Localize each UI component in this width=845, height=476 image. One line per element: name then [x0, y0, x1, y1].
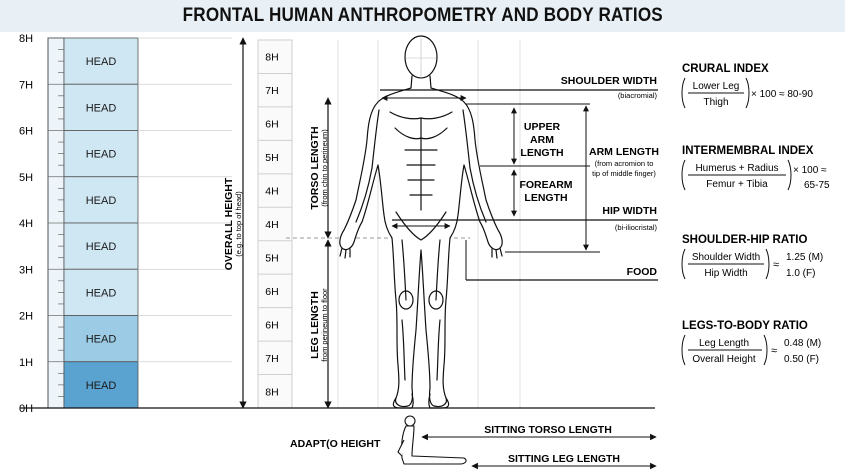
food-label: FOOD: [627, 266, 658, 278]
inner-scale-label: 4H: [265, 219, 278, 231]
head-unit-label: HEAD: [86, 334, 117, 346]
intermembral-numerator: Humerus + Radius: [695, 163, 778, 174]
scale-tick-label: 3H: [19, 264, 33, 276]
arm-length-note-1: (from acromion to: [595, 159, 654, 168]
shoulder-hip-title: SHOULDER-HIP RATIO: [682, 234, 807, 246]
crural-index: CRURAL INDEX Lower Leg Thigh × 100 ≈ 80-…: [681, 63, 813, 109]
inner-scale-label: 8H: [265, 386, 278, 398]
head-scale: HEAD HEAD HEAD HEAD HEAD HEAD HEAD HEAD 8H 7H 6H 5H…: [19, 33, 232, 415]
head-unit-box: [63, 176, 139, 224]
inner-scale-label: 7H: [265, 85, 278, 97]
shoulder-hip-value-f: 1.0 (F): [786, 268, 815, 279]
inner-scale-label: 8H: [265, 52, 278, 64]
shoulder-hip-ratio: SHOULDER-HIP RATIO Shoulder Width Hip Wi…: [681, 234, 823, 280]
shoulder-hip-value-m: 1.25 (M): [786, 252, 823, 263]
torso-length-label: TORSO LENGTH: [309, 126, 321, 209]
head-unit-label: HEAD: [86, 102, 117, 114]
overall-height-note: (e.g. to top of head): [234, 191, 243, 257]
crural-numerator: Lower Leg: [693, 81, 740, 92]
head-unit-box: [63, 361, 139, 409]
intermembral-title: INTERMEMBRAL INDEX: [682, 145, 814, 157]
shoulder-width-measure: SHOULDER WIDTH (biacromial): [380, 75, 658, 101]
overall-height-measure: OVERALL HEIGHT (e.g. to top of head): [223, 37, 247, 409]
legs-body-title: LEGS-TO-BODY RATIO: [682, 320, 808, 332]
forearm-label-1: FOREARM: [519, 179, 572, 191]
head-unit-label: HEAD: [86, 241, 117, 253]
head-unit-box: [63, 83, 139, 131]
crural-title: CRURAL INDEX: [682, 63, 769, 75]
inner-scale-label: 5H: [265, 252, 278, 264]
inner-scale-label: 7H: [265, 353, 278, 365]
inner-scale-label: 6H: [265, 286, 278, 298]
intermembral-tail: × 100 ≈: [793, 165, 827, 176]
upper-arm-label-3: LENGTH: [520, 147, 563, 159]
inner-scale-label: 6H: [265, 119, 278, 131]
arm-measures: UPPER ARM LENGTH FOREARM LENGTH ARM LENG…: [466, 103, 659, 253]
sitting-height-label: ADAPT(O HEIGHT: [290, 438, 381, 450]
head-unit-label: HEAD: [86, 287, 117, 299]
inner-grid: [257, 39, 521, 409]
hip-width-note: (bi-iliocristal): [615, 223, 658, 232]
head-unit-label: HEAD: [86, 195, 117, 207]
head-unit-box: [63, 315, 139, 363]
shoulder-hip-denominator: Hip Width: [704, 268, 747, 279]
inner-scale-label: 4H: [265, 186, 278, 198]
scale-tick-label: 0H: [19, 403, 33, 415]
hip-width-label: HIP WIDTH: [602, 205, 657, 217]
leg-length-measure: LEG LENGTH from perineum to floor: [309, 239, 332, 409]
forearm-label-2: LENGTH: [524, 192, 567, 204]
sitting-figure: [397, 415, 467, 465]
food-measure: FOOD: [465, 240, 658, 281]
hip-width-measure: HIP WIDTH (bi-iliocristal): [391, 205, 658, 232]
crural-denominator: Thigh: [703, 97, 728, 108]
shoulder-hip-approx: ≈: [773, 259, 779, 271]
legs-body-value-f: 0.50 (F): [784, 354, 819, 365]
torso-length-note: (from chin to perineum): [320, 129, 329, 207]
head-unit-label: HEAD: [86, 56, 117, 68]
scale-tick-label: 2H: [19, 311, 33, 323]
overall-height-label: OVERALL HEIGHT: [223, 177, 235, 270]
shoulder-width-note: (biacromial): [618, 91, 658, 100]
legs-body-value-m: 0.48 (M): [784, 338, 821, 349]
head-unit-box: [63, 268, 139, 316]
scale-tick-label: 4H: [19, 218, 33, 230]
arm-length-label: ARM LENGTH: [589, 146, 659, 158]
scale-tick-label: 7H: [19, 79, 33, 91]
intermembral-tail-2: 65-75: [804, 180, 830, 191]
upper-arm-label-2: ARM: [530, 134, 554, 146]
upper-arm-label-1: UPPER: [524, 121, 561, 133]
head-unit-label: HEAD: [86, 380, 117, 392]
legs-body-approx: ≈: [771, 345, 777, 357]
scale-tick-label: 5H: [19, 172, 33, 184]
torso-length-measure: TORSO LENGTH (from chin to perineum): [309, 97, 332, 239]
head-unit-box: [63, 222, 139, 270]
human-figure: [339, 35, 503, 409]
legs-body-numerator: Leg Length: [699, 338, 749, 349]
intermembral-denominator: Femur + Tibia: [706, 179, 768, 190]
scale-tick-label: 8H: [19, 33, 33, 45]
inner-scale: 8H 7H 6H 5H 4H 4H 5H 6H 6H 7H 8H: [258, 39, 292, 398]
scale-tick-label: 1H: [19, 357, 33, 369]
intermembral-index: INTERMEMBRAL INDEX Humerus + Radius Femu…: [681, 145, 830, 191]
scale-tick-label: 6H: [19, 126, 33, 138]
page-title: FRONTAL HUMAN ANTHROPOMETRY AND BODY RAT…: [182, 5, 663, 26]
head-unit-box: [63, 130, 139, 178]
sitting-torso-label: SITTING TORSO LENGTH: [484, 424, 612, 436]
head-unit-label: HEAD: [86, 149, 117, 161]
title-bar: FRONTAL HUMAN ANTHROPOMETRY AND BODY RAT…: [0, 0, 845, 32]
shoulder-width-label: SHOULDER WIDTH: [561, 75, 657, 87]
legs-body-denominator: Overall Height: [692, 354, 756, 365]
shoulder-hip-numerator: Shoulder Width: [692, 252, 760, 263]
crural-tail: × 100 ≈ 80-90: [751, 89, 813, 100]
arm-length-note-2: tip of middle finger): [592, 169, 656, 178]
leg-length-note: from perineum to floor: [320, 288, 329, 362]
inner-scale-label: 6H: [265, 319, 278, 331]
sitting-leg-label: SITTING LEG LENGTH: [508, 453, 620, 465]
legs-body-ratio: LEGS-TO-BODY RATIO Leg Length Overall He…: [681, 320, 821, 366]
inner-scale-label: 5H: [265, 152, 278, 164]
leg-length-label: LEG LENGTH: [309, 291, 321, 359]
